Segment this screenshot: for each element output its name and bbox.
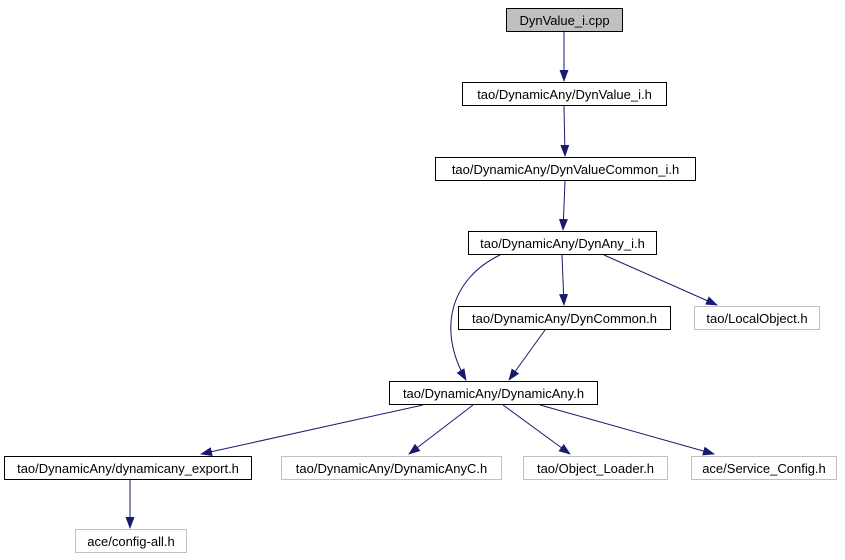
edge-dynamicany_h-to-dynamicanyc_h — [408, 404, 474, 455]
node-label: ace/Service_Config.h — [702, 460, 826, 476]
node-dynvaluecommon_i_h[interactable]: tao/DynamicAny/DynValueCommon_i.h — [435, 157, 696, 181]
node-label: tao/DynamicAny/DynValue_i.h — [477, 86, 652, 102]
node-dynany_i_h[interactable]: tao/DynamicAny/DynAny_i.h — [468, 231, 657, 255]
node-label: tao/DynamicAny/DynCommon.h — [472, 310, 657, 326]
node-label: tao/DynamicAny/DynAny_i.h — [480, 235, 645, 251]
node-label: ace/config-all.h — [87, 533, 175, 549]
node-dynvalue_i_cpp[interactable]: DynValue_i.cpp — [506, 8, 623, 32]
edge-dyncommon_h-to-dynamicany_h — [508, 329, 546, 381]
node-dynamicany_h[interactable]: tao/DynamicAny/DynamicAny.h — [389, 381, 598, 405]
edge-dynamicany_h-to-dynamicany_export_h — [200, 404, 424, 457]
edge-dynany_i_h-to-localobject_h — [603, 254, 718, 306]
node-dynamicanyc_h[interactable]: tao/DynamicAny/DynamicAnyC.h — [281, 456, 502, 480]
node-service_config_h[interactable]: ace/Service_Config.h — [691, 456, 837, 480]
node-label: DynValue_i.cpp — [519, 12, 610, 28]
edge-dynvalue_i_h-to-dynvaluecommon_i_h — [560, 105, 570, 157]
node-label: tao/DynamicAny/DynamicAny.h — [402, 385, 585, 401]
edge-dynvaluecommon_i_h-to-dynany_i_h — [558, 180, 568, 231]
edge-dynamicany_h-to-service_config_h — [539, 404, 715, 456]
edge-dynany_i_h-to-dynamicany_h — [450, 254, 501, 381]
node-config_all_h[interactable]: ace/config-all.h — [75, 529, 187, 553]
edge-dynamicany_h-to-object_loader_h — [502, 404, 571, 455]
node-label: tao/DynamicAny/dynamicany_export.h — [17, 460, 239, 476]
node-dynvalue_i_h[interactable]: tao/DynamicAny/DynValue_i.h — [462, 82, 667, 106]
node-label: tao/LocalObject.h — [706, 310, 808, 326]
node-object_loader_h[interactable]: tao/Object_Loader.h — [523, 456, 668, 480]
node-localobject_h[interactable]: tao/LocalObject.h — [694, 306, 820, 330]
node-label: tao/Object_Loader.h — [536, 460, 655, 476]
node-label: tao/DynamicAny/DynValueCommon_i.h — [451, 161, 680, 177]
edge-dynany_i_h-to-dyncommon_h — [559, 254, 569, 306]
node-dyncommon_h[interactable]: tao/DynamicAny/DynCommon.h — [458, 306, 671, 330]
node-label: tao/DynamicAny/DynamicAnyC.h — [295, 460, 488, 476]
node-dynamicany_export_h[interactable]: tao/DynamicAny/dynamicany_export.h — [4, 456, 252, 480]
edges-group — [125, 32, 718, 529]
